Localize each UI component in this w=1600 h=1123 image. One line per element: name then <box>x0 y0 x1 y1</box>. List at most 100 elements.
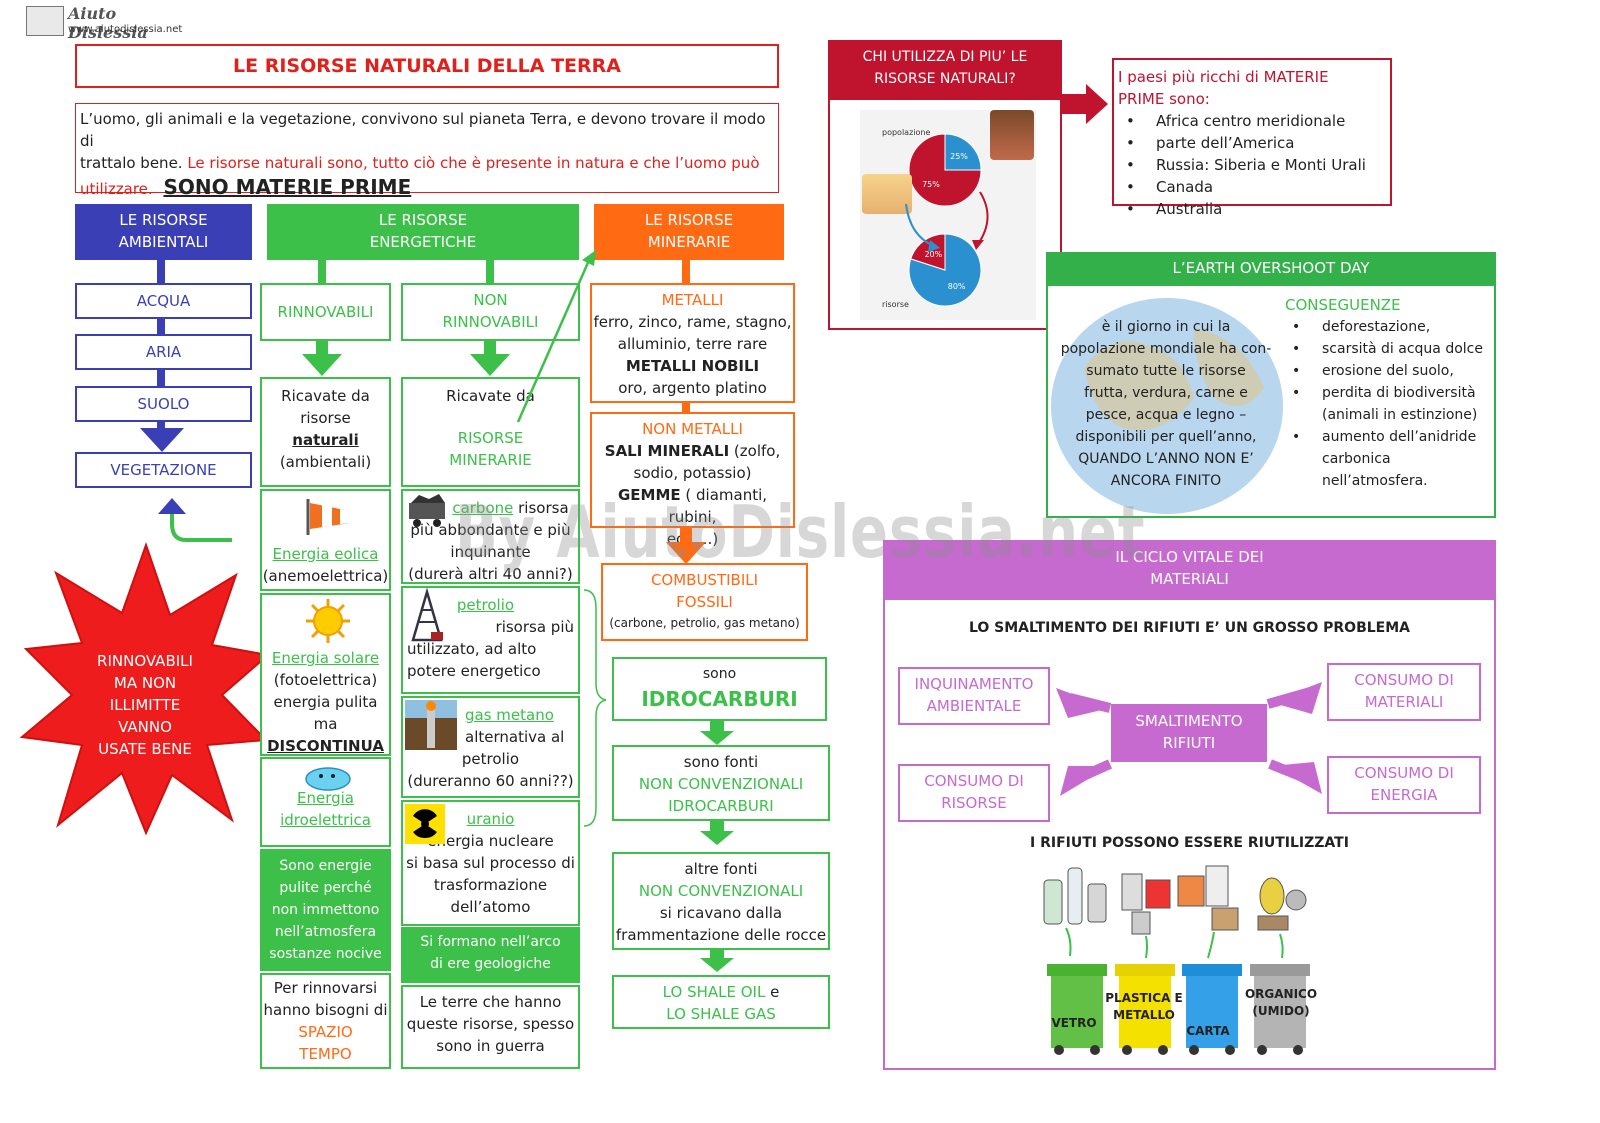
paesi-item: Russia: Siberia e Monti Urali <box>1118 154 1386 176</box>
intro-line-3: utilizzare. SONO MATERIE PRIME <box>80 176 774 200</box>
arrow-down-icon <box>700 721 734 745</box>
ere-box: Si formano nell’arco di ere geologiche <box>401 927 580 983</box>
header-minerarie: LE RISORSE MINERARIE <box>594 204 784 260</box>
bin-label-vetro: VETRO <box>1051 1016 1097 1030</box>
pie-slice-label: 80% <box>948 282 966 291</box>
carbone-link[interactable]: carbone <box>452 499 514 517</box>
paesi-item: Canada <box>1118 176 1386 198</box>
solare-line-1: (fotoelettrica) <box>273 671 378 689</box>
pie-chart-resources: 80%20% <box>908 233 982 307</box>
arrow-down-icon <box>140 428 184 452</box>
paesi-item: Africa centro meridionale <box>1118 110 1386 132</box>
petrolio-line-2: utilizzato, ad alto <box>407 640 537 658</box>
arrow-down-icon <box>470 340 510 376</box>
uranio-link[interactable]: uranio <box>466 810 515 828</box>
ciclo-inquinamento: INQUINAMENTO AMBIENTALE <box>898 667 1050 725</box>
rinnovabili-desc-2: risorse <box>300 409 351 427</box>
solare-line-4: DISCONTINUA <box>267 737 384 755</box>
bin-label-organico: ORGANICO (UMIDO) <box>1244 987 1318 1018</box>
idro-link-1[interactable]: Energia <box>297 789 354 807</box>
shale-oil: LO SHALE OIL <box>662 983 766 1001</box>
carbone-line-3: inquinante <box>450 543 531 561</box>
bin-label-carta: CARTA <box>1186 1024 1230 1038</box>
idro-link-2[interactable]: idroelettrica <box>280 811 371 829</box>
altre-line-1: altre fonti <box>684 860 758 878</box>
ciclo-header-text: IL CICLO VITALE DEI MATERIALI <box>1115 548 1264 588</box>
intro-box: L’uomo, gli animali e la vegetazione, co… <box>75 103 779 198</box>
rinnovabili-clean-text: Sono energie pulite perché non immettono… <box>269 858 382 962</box>
uranio-line-2: si basa sul processo di <box>406 854 575 872</box>
eolica-link[interactable]: Energia eolica <box>272 545 379 563</box>
eolica-box: Energia eolica (anemoelettrica) <box>260 489 391 591</box>
starburst-icon <box>19 541 271 836</box>
intro-line-2-black: trattalo bene. <box>80 154 183 172</box>
fonti-line-1: sono fonti <box>683 753 759 771</box>
page-title-box: LE RISORSE NATURALI DELLA TERRA <box>75 44 779 88</box>
ambientali-item-label: VEGETAZIONE <box>110 461 217 479</box>
grey-bin-icon <box>1250 964 1310 1055</box>
non-metalli-title: NON METALLI <box>642 420 743 438</box>
blue-bin-icon <box>1182 964 1242 1055</box>
overshoot-header: L’EARTH OVERSHOOT DAY <box>1046 252 1496 286</box>
girl-photo <box>990 110 1034 160</box>
conseguenze-list: deforestazione, scarsità di acqua dolce … <box>1284 316 1496 492</box>
arrows-cycle-icon <box>1056 682 1322 796</box>
chi-header: CHI UTILIZZA DI PIU’ LE RISORSE NATURALI… <box>828 40 1062 100</box>
ambientali-item: VEGETAZIONE <box>75 452 252 488</box>
petrolio-link[interactable]: petrolio <box>456 596 515 614</box>
guerra-line-3: sono in guerra <box>436 1037 545 1055</box>
metalli-line-2: alluminio, terre rare <box>617 335 768 353</box>
conseguenze-title: CONSEGUENZE <box>1285 296 1401 314</box>
ciclo-energia: CONSUMO DI ENERGIA <box>1327 756 1481 814</box>
shale-line-1: LO SHALE OIL e <box>614 981 828 1003</box>
rinnovabili-renew: Per rinnovarsi hanno bisogni di SPAZIO T… <box>260 973 391 1069</box>
metalli-title: METALLI <box>661 291 724 309</box>
brace-icon <box>583 589 607 827</box>
non-rinnovabili-box: NON RINNOVABILI <box>401 283 580 341</box>
logo: Aiuto Dislessia www.aiutodislessia.net <box>26 4 186 42</box>
solare-box: Energia solare (fotoelettrica) energia p… <box>260 593 391 756</box>
gas-line-4: (dureranno 60 anni??) <box>407 772 574 790</box>
overshoot-header-text: L’EARTH OVERSHOOT DAY <box>1172 259 1370 277</box>
conseguenze-item: deforestazione, <box>1284 316 1496 338</box>
ciclo-inquinamento-text: INQUINAMENTO AMBIENTALE <box>914 675 1034 715</box>
rinnovabili-clean: Sono energie pulite perché non immettono… <box>260 849 391 971</box>
sun-icon <box>306 599 350 643</box>
oil-derrick-icon <box>411 587 443 642</box>
radiation-icon <box>405 804 445 844</box>
arrow-down-icon <box>700 950 734 972</box>
intro-highlight: SONO MATERIE PRIME <box>163 175 412 199</box>
sali-label: SALI MINERALI <box>604 442 730 460</box>
ere-text: Si formano nell’arco di ere geologiche <box>420 934 561 972</box>
combustibili-box: COMBUSTIBILI FOSSILI (carbone, petrolio,… <box>601 563 808 641</box>
sali-line: SALI MINERALI (zolfo, <box>592 440 793 462</box>
metalli-line-1: ferro, zinco, rame, stagno, <box>593 313 792 331</box>
uranio-line-1: energia nucleare <box>427 832 554 850</box>
gas-well-icon <box>405 700 457 750</box>
carbone-box: carbone risorsa più abbondante e più inq… <box>401 489 580 584</box>
petrolio-line-3: potere energetico <box>407 662 541 680</box>
header-energetiche-text: LE RISORSE ENERGETICHE <box>369 211 477 251</box>
metalli-box: METALLI ferro, zinco, rame, stagno, allu… <box>590 283 795 403</box>
combustibili-sub: (carbone, petrolio, gas metano) <box>609 616 800 630</box>
ambientali-item-label: SUOLO <box>137 395 190 413</box>
renew-line-4: TEMPO <box>299 1045 352 1063</box>
carbone-text: risorsa <box>513 499 569 517</box>
paesi-list: Africa centro meridionale parte dell’Ame… <box>1118 110 1386 220</box>
rinnovabili-label: RINNOVABILI <box>277 303 374 321</box>
metalli-nobili: METALLI NOBILI <box>625 357 760 375</box>
pie-slice <box>944 133 982 171</box>
coal-cart-icon <box>409 494 445 527</box>
pie-slice-label: 75% <box>922 180 940 189</box>
sali-rest: (zolfo, <box>729 442 781 460</box>
header-ambientali: LE RISORSE AMBIENTALI <box>75 204 252 260</box>
gas-link[interactable]: gas metano <box>465 706 554 724</box>
arrow-down-icon <box>700 821 734 845</box>
paesi-intro-1: I paesi più ricchi di MATERIE <box>1118 68 1329 86</box>
guerra-line-2: queste risorse, spesso <box>406 1015 575 1033</box>
solare-link[interactable]: Energia solare <box>271 649 380 667</box>
petrolio-line-1: risorsa più <box>495 618 574 636</box>
ciclo-materiali-text: CONSUMO DI MATERIALI <box>1354 671 1454 711</box>
connector <box>318 260 326 284</box>
curved-arrow-icon <box>905 203 940 252</box>
